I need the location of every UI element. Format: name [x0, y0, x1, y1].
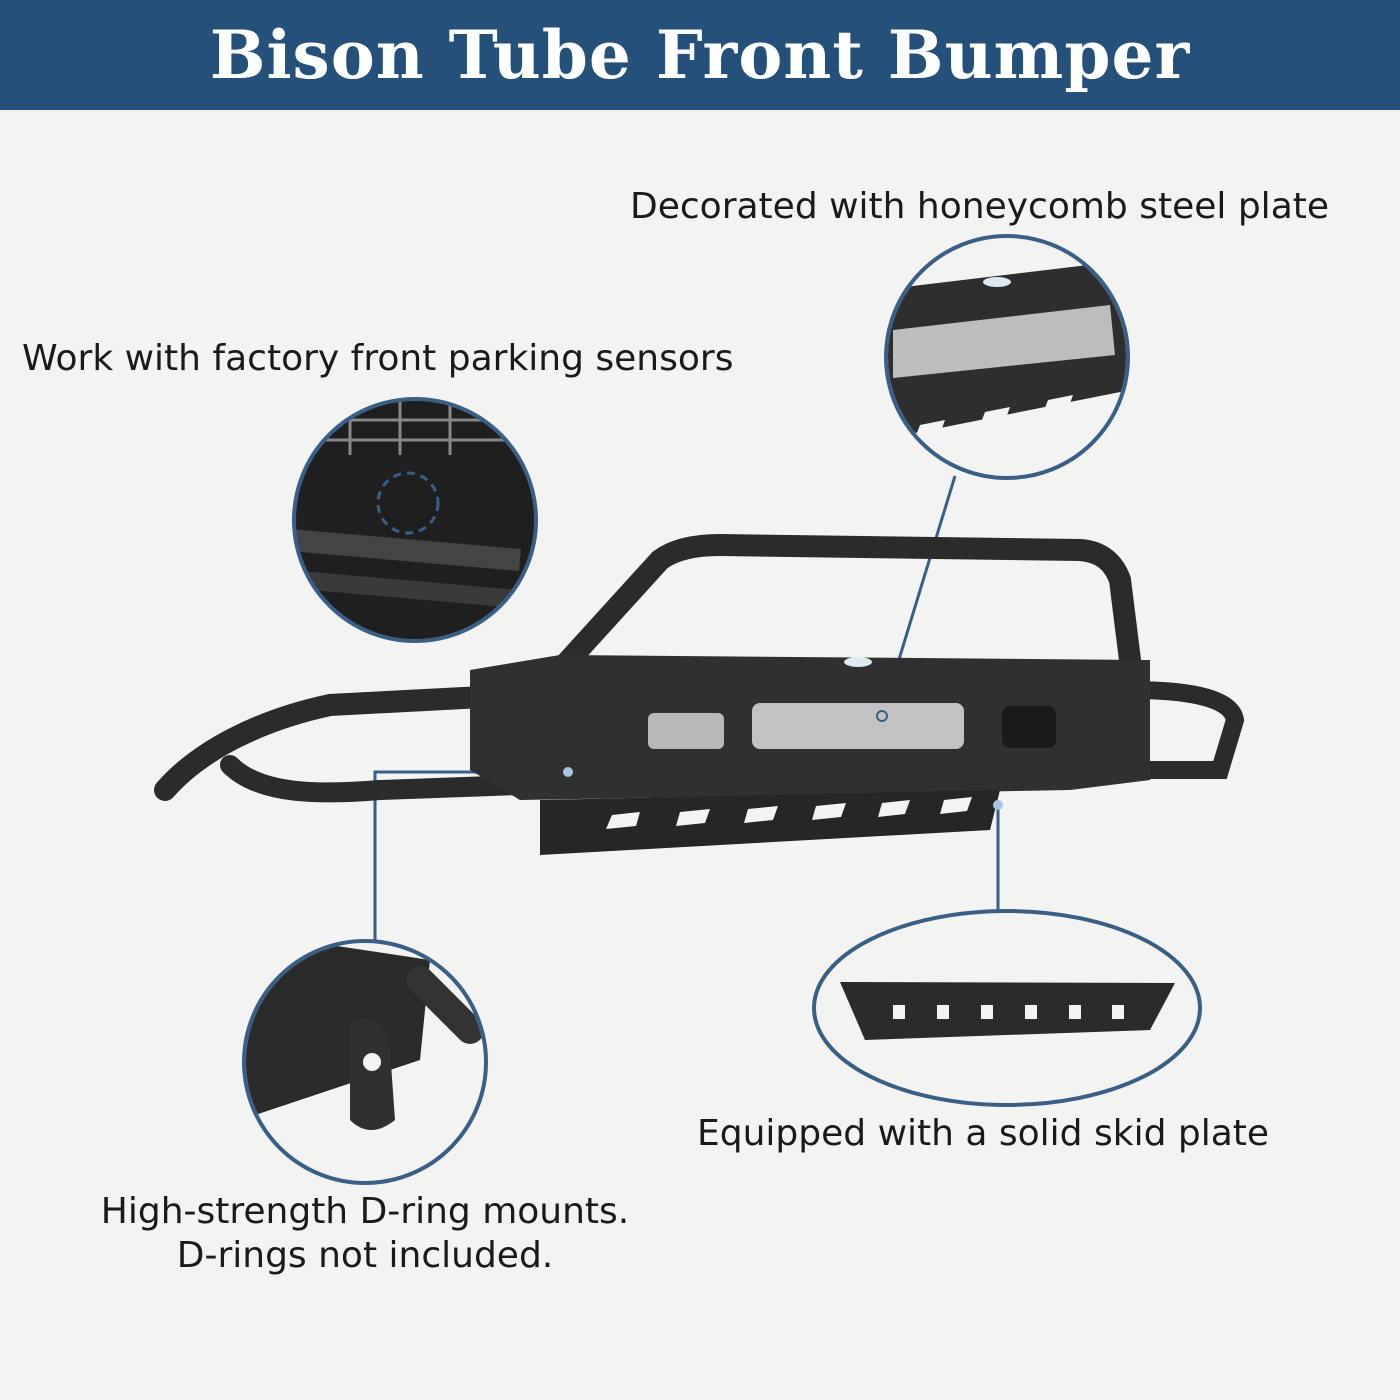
honeycomb-detail-circle — [884, 234, 1130, 480]
title-banner: Bison Tube Front Bumper — [0, 0, 1400, 110]
page-title: Bison Tube Front Bumper — [209, 16, 1191, 94]
skid-plate-caption: Equipped with a solid skid plate — [697, 1113, 1270, 1154]
d-ring-caption-line2: D-rings not included. — [176, 1235, 554, 1276]
bumper-image — [154, 533, 1245, 855]
skid-plate-detail-ellipse — [812, 909, 1202, 1107]
parking-sensor-detail-circle — [292, 397, 538, 643]
d-ring-caption-line1: High-strength D-ring mounts. — [100, 1191, 630, 1232]
d-ring-caption: High-strength D-ring mounts. D-rings not… — [40, 1190, 690, 1278]
parking-sensors-caption: Work with factory front parking sensors — [22, 338, 734, 379]
honeycomb-caption: Decorated with honeycomb steel plate — [630, 186, 1330, 227]
d-ring-detail-circle — [242, 939, 488, 1185]
